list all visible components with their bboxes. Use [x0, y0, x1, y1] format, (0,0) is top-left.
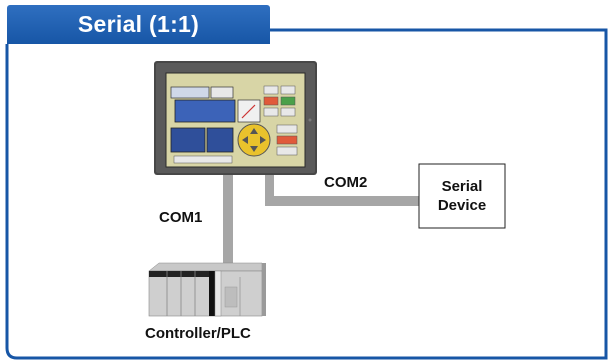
controller-plc	[148, 262, 266, 317]
hmi-touch-panel	[154, 61, 317, 175]
serial-device-box	[418, 163, 506, 229]
diagram-frame	[5, 28, 608, 360]
diagram-title: Serial (1:1)	[7, 5, 270, 44]
serial-device-line1: Serial	[441, 178, 483, 195]
controller-plc-label: Controller/PLC	[145, 325, 251, 342]
cable-com2	[265, 170, 419, 206]
com2-label: COM2	[324, 174, 368, 191]
serial-device-label: Serial Device	[419, 164, 505, 228]
serial-device-line2: Device	[437, 197, 487, 214]
cable-com1	[223, 174, 233, 268]
com1-label: COM1	[159, 209, 203, 226]
